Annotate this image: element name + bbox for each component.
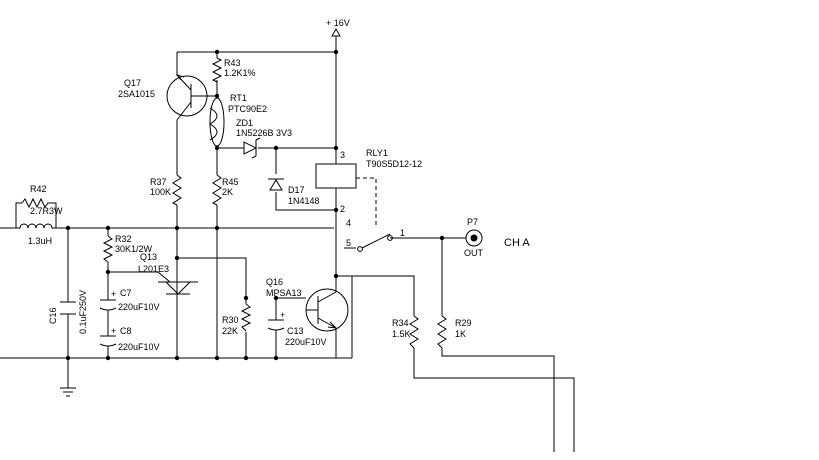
resistor-r45: R45 2K <box>211 174 239 206</box>
q17-ref: Q17 <box>124 78 141 88</box>
r29-ref: R29 <box>455 318 472 328</box>
zd1-value: 1N5226B 3V3 <box>236 128 292 138</box>
c13-ref: C13 <box>287 326 304 336</box>
rt1-ref: RT1 <box>230 93 247 103</box>
relay-rly1: 3 2 4 5 1 RLY1 T90S5D12-12 <box>315 148 422 252</box>
pin-2: 2 <box>340 204 345 214</box>
p7-ref: P7 <box>467 217 478 227</box>
c7-plus: + <box>111 289 116 299</box>
rly1-value: T90S5D12-12 <box>366 159 422 169</box>
d17-value: 1N4148 <box>288 196 320 206</box>
c8-plus: + <box>111 326 116 336</box>
thermistor-rt1: RT1 PTC90E2 <box>208 93 267 147</box>
inductor-l: 1.3uH <box>16 223 56 246</box>
rt1-value: PTC90E2 <box>228 104 267 114</box>
capacitor-c13: + C13 220uF10V <box>267 310 327 347</box>
r34-value: 1.5K <box>392 329 411 339</box>
inductor-value: 1.3uH <box>28 236 52 246</box>
pin-4: 4 <box>346 218 351 228</box>
pin-5: 5 <box>346 238 351 248</box>
c7-ref: C7 <box>120 288 132 298</box>
r37-ref: R37 <box>150 177 167 187</box>
c16-ref: C16 <box>48 307 58 324</box>
output-connector-p7: P7 OUT CH A <box>464 217 530 258</box>
pin-3: 3 <box>340 150 345 160</box>
transistor-q16: Q16 MPSA13 <box>266 277 349 332</box>
r29-value: 1K <box>455 329 466 339</box>
q16-value: MPSA13 <box>266 288 302 298</box>
c8-ref: C8 <box>120 326 132 336</box>
junctions <box>65 49 445 361</box>
rly1-ref: RLY1 <box>366 148 388 158</box>
zd1-ref: ZD1 <box>236 118 253 128</box>
r34-ref: R34 <box>392 318 409 328</box>
resistor-r32: R32 30K1/2W <box>102 234 153 263</box>
resistor-r42: R42 2.7R3W <box>21 184 63 216</box>
transistor-q17: Q17 2SA1015 <box>118 74 208 121</box>
resistor-r43: R43 1.2K1% <box>211 57 256 83</box>
device-q13: Q13 L201E3 <box>138 252 198 300</box>
q13-ref: Q13 <box>140 252 157 262</box>
capacitor-c16: C16 0.1uF250V <box>48 290 88 334</box>
zener-zd1: ZD1 1N5226B 3V3 <box>236 118 292 159</box>
c13-plus: + <box>280 310 285 320</box>
p7-value: OUT <box>464 248 484 258</box>
diode-d17: D17 1N4148 <box>268 178 320 206</box>
q13-value: L201E3 <box>138 264 169 274</box>
wires <box>0 36 575 452</box>
r30-ref: R30 <box>222 315 239 325</box>
c16-value: 0.1uF250V <box>78 290 88 334</box>
c8-value: 220uF10V <box>118 342 160 352</box>
capacitor-c7: + C7 220uF10V <box>99 288 160 312</box>
r32-value: 30K1/2W <box>115 244 153 254</box>
r45-value: 2K <box>222 187 233 197</box>
c13-value: 220uF10V <box>285 337 327 347</box>
resistor-r37: R37 100K <box>150 174 182 206</box>
resistor-r29: R29 1K <box>437 315 472 349</box>
d17-ref: D17 <box>288 185 305 195</box>
pin-1: 1 <box>400 228 405 238</box>
ground-symbol <box>60 387 76 397</box>
r42-ref: R42 <box>30 184 47 194</box>
r32-ref: R32 <box>115 234 132 244</box>
supply-label: + 16V <box>326 18 350 28</box>
q17-value: 2SA1015 <box>118 89 155 99</box>
r43-ref: R43 <box>224 58 241 68</box>
q16-ref: Q16 <box>266 277 283 287</box>
r45-ref: R45 <box>222 177 239 187</box>
r42-value: 2.7R3W <box>30 206 63 216</box>
c7-value: 220uF10V <box>118 302 160 312</box>
capacitor-c8: + C8 220uF10V <box>99 326 160 352</box>
resistor-r30: R30 22K <box>222 303 252 336</box>
resistor-r34: R34 1.5K <box>392 315 419 349</box>
channel-label: CH A <box>504 237 530 249</box>
supply-terminal: + 16V <box>326 18 350 37</box>
r37-value: 100K <box>150 187 171 197</box>
r30-value: 22K <box>222 326 238 336</box>
r43-value: 1.2K1% <box>224 68 256 78</box>
